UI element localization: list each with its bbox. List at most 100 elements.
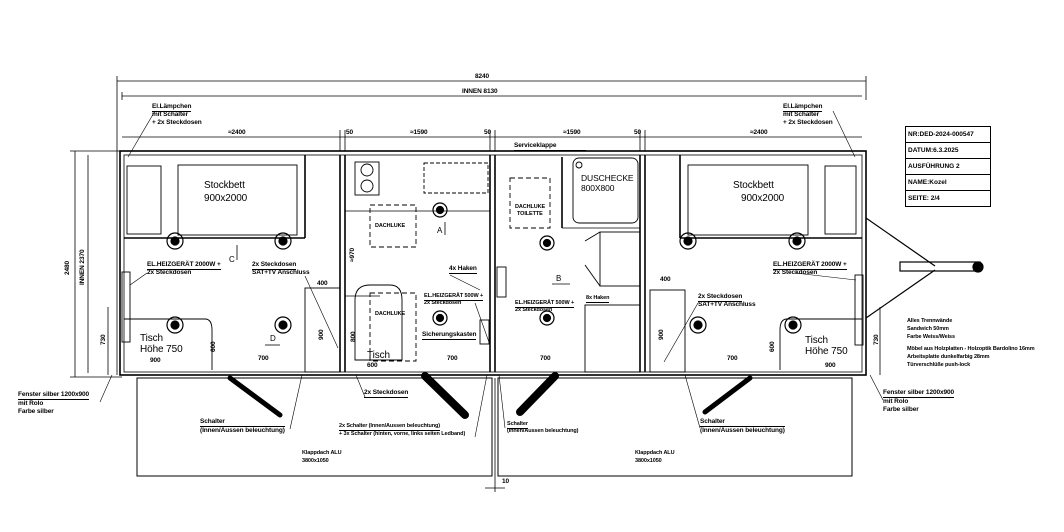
- lamp-label-right-3: + 2x Steckdosen: [783, 119, 833, 126]
- section-d: D: [270, 334, 276, 343]
- dim-right-closet-width: 400: [660, 276, 671, 283]
- drawing-number: NR:DED-2024-000547: [906, 127, 990, 143]
- dim-right-table-width: 900: [825, 362, 836, 369]
- right-switch-label-1: Schalter: [700, 418, 785, 427]
- right-window-label-1: Fenster silber 1200x900: [883, 389, 955, 398]
- fuse-box-label: Sicherungskasten: [422, 331, 477, 340]
- multi-switch-label-1: 2x Schalter (Innen/Aussen beleuchtung): [339, 423, 441, 431]
- left-window-label-2: mit Rolo: [18, 400, 44, 407]
- right-wardrobe: [824, 165, 857, 235]
- right-closet: [649, 289, 686, 373]
- left-heater-label-2: 2x Steckdosen: [147, 269, 192, 276]
- left-table-height: Höhe 750: [140, 344, 183, 355]
- kitchen-heater-label-1: EL.HEIZGERÄT 500W +: [424, 293, 484, 301]
- inner-height: INNEN 2370: [79, 249, 86, 286]
- bath-cabinet: [584, 304, 641, 373]
- dim-left-closet-width: 400: [317, 280, 328, 287]
- right-sat-label-2: SAT+TV Anschluss: [698, 301, 756, 308]
- dim-bath-door: 700: [540, 355, 551, 362]
- right-awning-label-2: 3800x1050: [635, 458, 662, 464]
- dim-right-table-depth: 600: [769, 341, 776, 352]
- left-window-label-3: Farbe silber: [18, 408, 54, 415]
- dim-seg-1: ≈2400: [228, 129, 246, 136]
- toilet-label-2: TOILETTE: [517, 211, 543, 217]
- drawing-date: DATUM:6.3.2025: [906, 143, 990, 159]
- right-table-height: Höhe 750: [805, 346, 848, 357]
- left-bed-title: Stockbett: [204, 180, 245, 191]
- bath-heater-label-1: EL.HEIZGERÄT 500W +: [515, 300, 575, 308]
- drawing-author: NAME:Kozel: [906, 175, 990, 191]
- left-closet: [304, 287, 341, 373]
- left-bunk-bed: [177, 164, 298, 236]
- dim-right-window: 730: [873, 334, 880, 345]
- shower-label-2: 800X800: [581, 183, 615, 193]
- right-window-label-3: Farbe silber: [883, 406, 919, 413]
- shower: [572, 157, 639, 224]
- left-awning-label-2: 3800x1050: [302, 458, 329, 464]
- left-sat-label-2: SAT+TV Anschluss: [252, 269, 310, 276]
- note-6: Türverschlüße push-lock: [907, 362, 971, 368]
- right-table-label: Tisch: [805, 335, 829, 346]
- dim-seg-3: ≈1590: [410, 129, 428, 136]
- dim-gap: 10: [502, 478, 510, 485]
- section-arrows: [236, 222, 570, 346]
- right-bed-size: 900x2000: [741, 193, 785, 204]
- title-block: NR:DED-2024-000547 DATUM:6.3.2025 AUSFÜH…: [905, 126, 991, 207]
- dim-seg-6: 50: [634, 129, 642, 136]
- overall-length: 8240: [475, 73, 490, 80]
- dim-seg-2: 50: [346, 129, 354, 136]
- washbasin: [599, 231, 641, 287]
- kitchen-heater-label-2: 2x Steckdosen: [424, 300, 462, 306]
- right-bunk-bed: [687, 164, 809, 236]
- toilet-label-1: DACHLUKE: [515, 204, 546, 210]
- doors: [227, 372, 753, 419]
- left-heater: [121, 271, 131, 343]
- dim-seg-5: ≈1590: [563, 129, 581, 136]
- roof-hatch-label-2: DACHLUKE: [375, 311, 406, 317]
- toilet: [509, 177, 551, 229]
- right-switch-label-2: (Innen/Aussen beleuchtung): [700, 427, 785, 434]
- left-table: [124, 318, 213, 370]
- center-switch-label-1: Schalter: [507, 421, 528, 429]
- right-heater-label-1: EL.HEIZGERÄT 2000W +: [773, 261, 847, 270]
- sink: [423, 162, 489, 194]
- ceiling-lights: [166, 202, 806, 334]
- dim-left-closet-depth: 900: [318, 329, 325, 340]
- multi-switch-label-2: + 3x Schalter (hinten, vorne, links seit…: [339, 431, 466, 437]
- left-switch-label-2: (Innen/Aussen beleuchtung): [200, 427, 285, 434]
- dim-right-door: 700: [727, 355, 738, 362]
- left-window-label-1: Fenster silber 1200x900: [18, 391, 90, 400]
- right-heater: [854, 274, 864, 346]
- left-bed-size: 900x2000: [204, 193, 248, 204]
- drawbar: [865, 217, 984, 319]
- lamp-label-right-1: El.Lämpchen: [783, 103, 823, 112]
- left-heater-label-1: EL.HEIZGERÄT 2000W +: [147, 261, 221, 270]
- shower-label-1: DUSCHECKE: [581, 173, 634, 183]
- right-window-label-2: mit Rolo: [883, 398, 909, 405]
- leader-lines: [99, 110, 884, 438]
- bath-heater-label-2: 2x Steckdosen: [515, 307, 553, 313]
- note-1: Alles Trennwände: [907, 318, 953, 324]
- inner-length: INNEN 8130: [462, 88, 498, 95]
- dim-kitchen-door: 700: [447, 355, 458, 362]
- left-table-label: Tisch: [140, 333, 164, 344]
- dim-left-window: 730: [100, 334, 107, 345]
- right-bed-title: Stockbett: [733, 180, 774, 191]
- right-sat-label-1: 2x Steckdosen: [698, 293, 743, 302]
- dim-kitchen-table-depth: 800: [350, 331, 357, 342]
- note-5: Arbeitsplatte dunkelfarbig 28mm: [907, 354, 990, 360]
- lamp-label-left-3: + 2x Steckdosen: [152, 119, 202, 126]
- note-3: Farbe Weiss/Weiss: [907, 334, 955, 340]
- fuse-box-heater: [479, 319, 490, 345]
- lamp-label-right-2: mit Schalter: [783, 111, 820, 118]
- lamp-label-left-1: El.Lämpchen: [152, 103, 192, 112]
- section-a: A: [437, 226, 443, 235]
- kitchen-table: [354, 284, 403, 361]
- dim-kitchen-depth: ≈970: [349, 247, 356, 262]
- roof-hatch-label-1: DACHLUKE: [375, 223, 406, 229]
- note-4: Möbel aus Holzplatten - Holzoptik Bardol…: [907, 346, 1035, 352]
- roof-hatch-1: [369, 204, 417, 248]
- section-c: C: [229, 255, 235, 264]
